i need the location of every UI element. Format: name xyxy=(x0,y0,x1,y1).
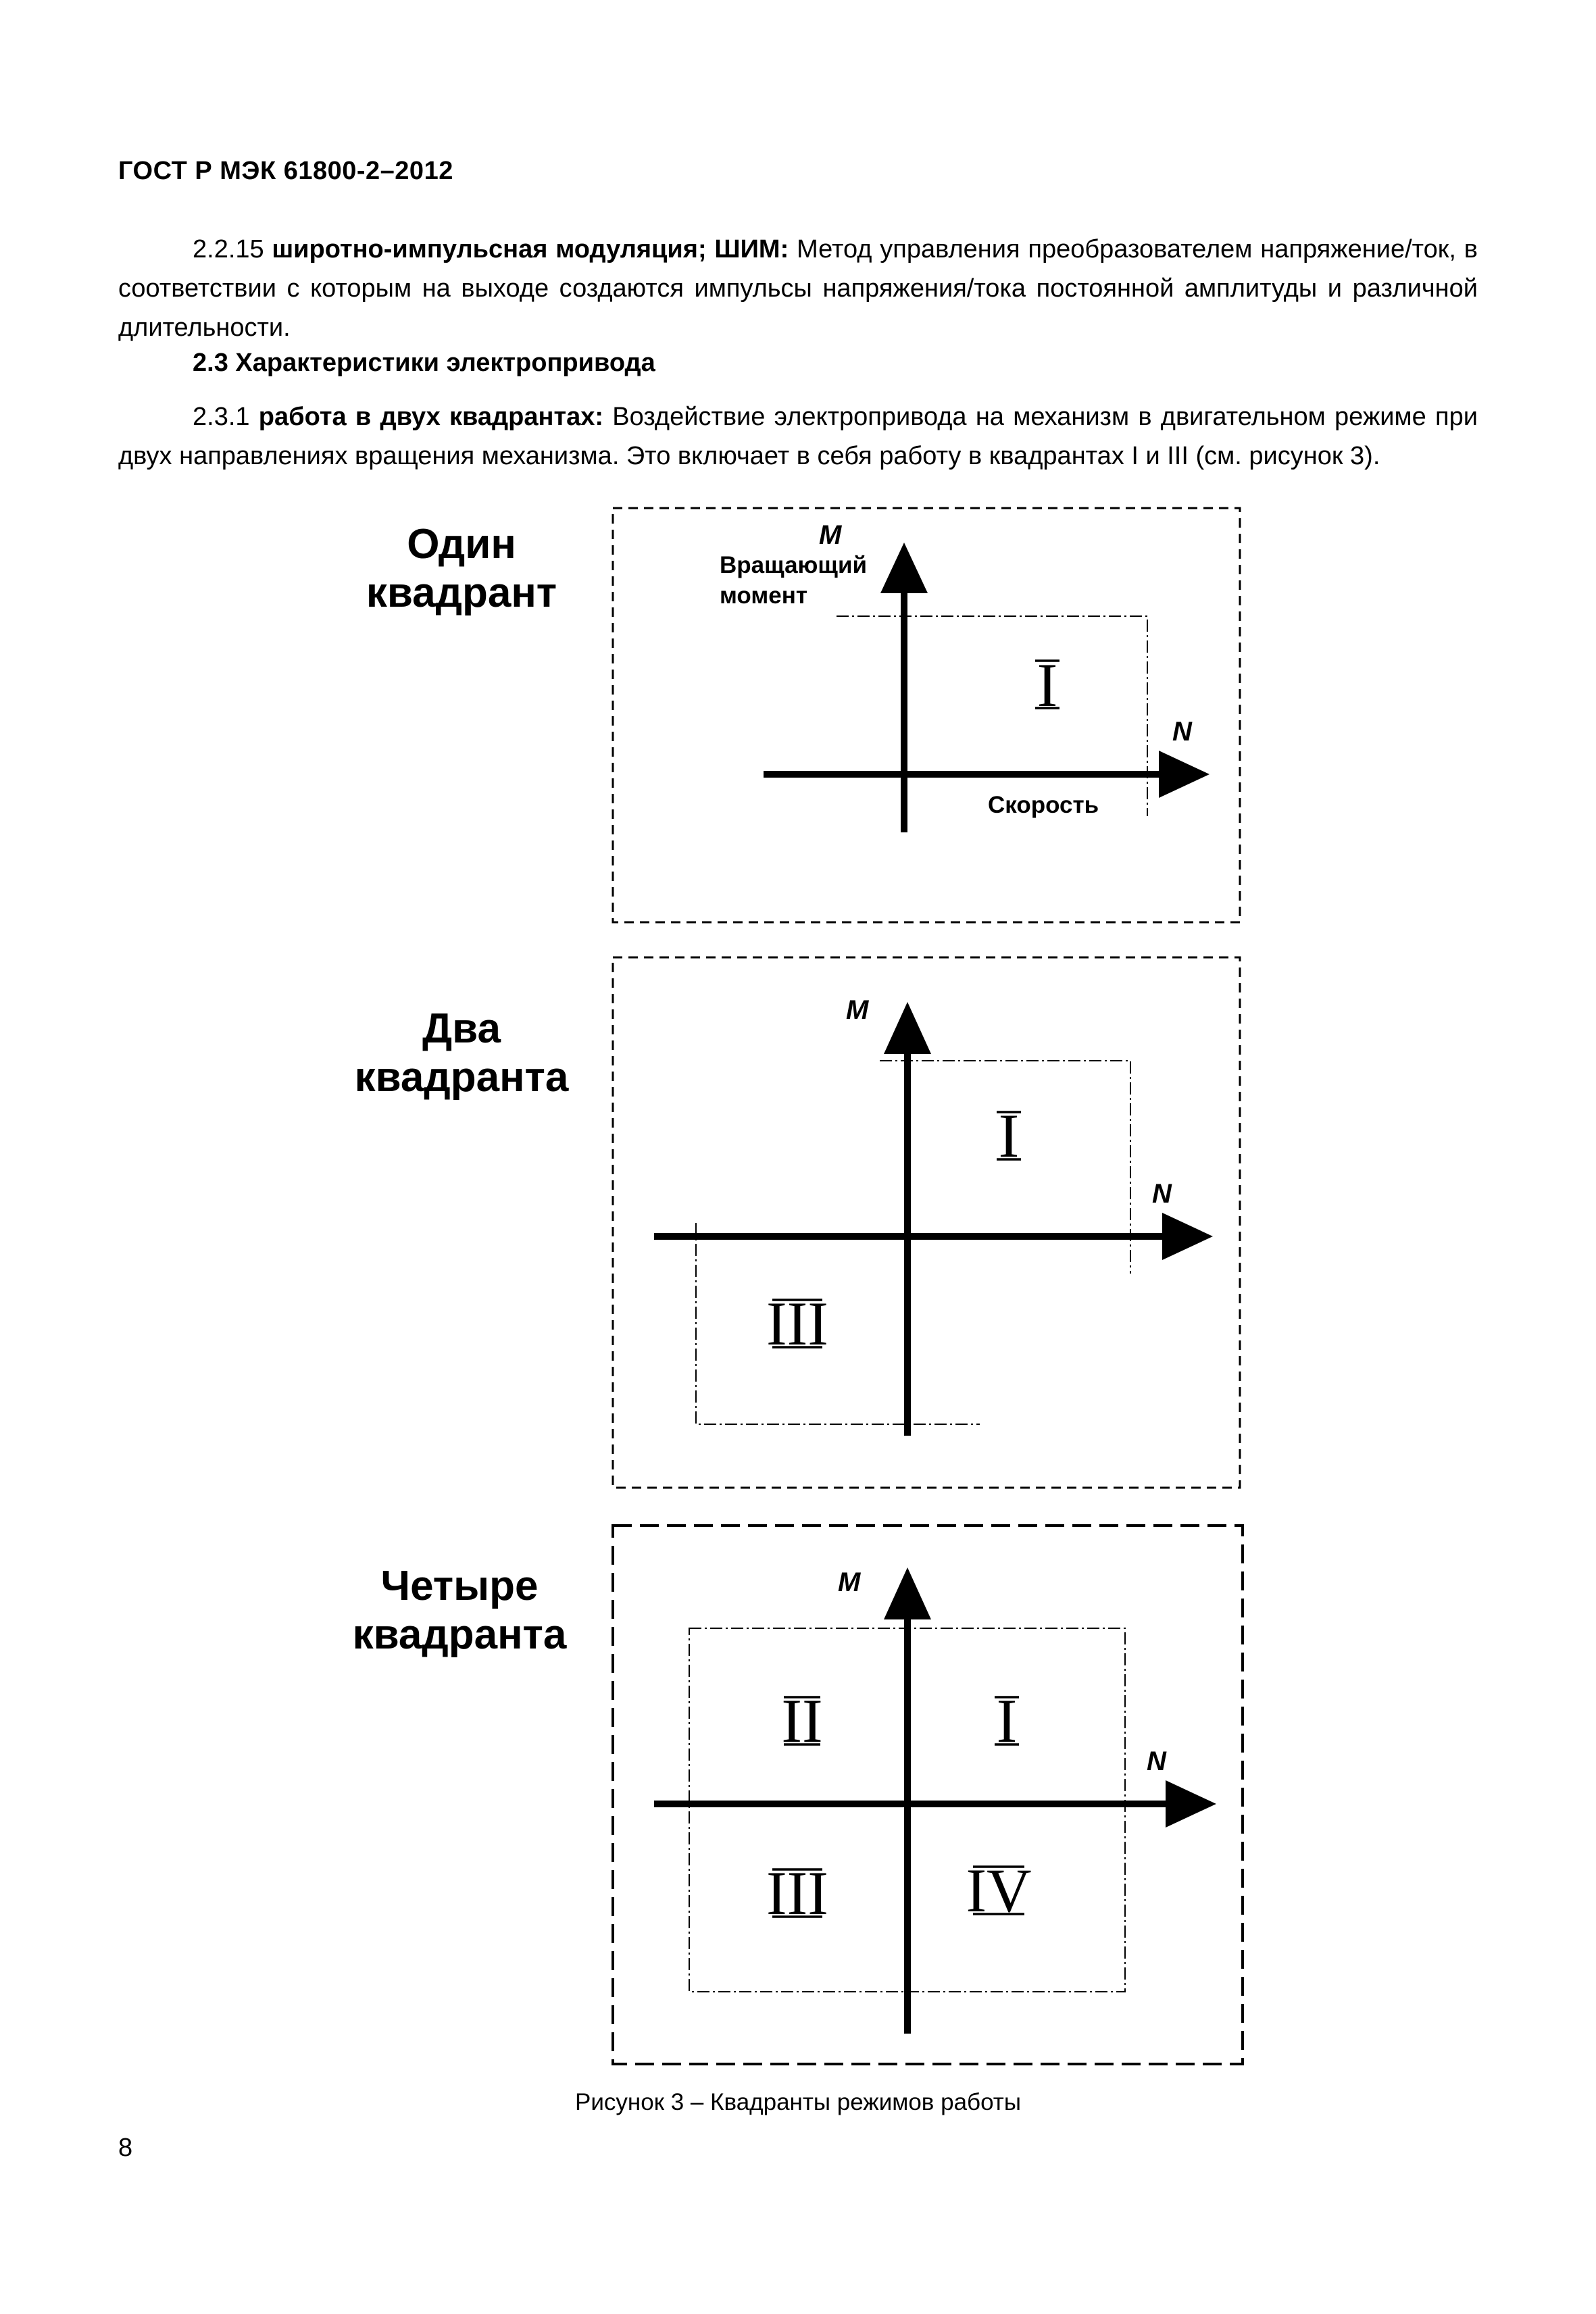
quadrant-II-label: II xyxy=(781,1686,822,1755)
panel-label-two-quadrants: Два квадранта xyxy=(354,1005,569,1101)
speed-axis-symbol: N xyxy=(1147,1746,1167,1776)
quadrant-I-label: I xyxy=(995,1686,1019,1755)
panel-label-one-quadrant: Один квадрант xyxy=(366,521,557,616)
panel-frame xyxy=(612,1524,1244,2065)
diagram-two-quadrants: M N I III xyxy=(612,956,1241,1489)
clause-number: 2.3.1 xyxy=(193,403,250,431)
panel-frame xyxy=(612,956,1241,1489)
panel-label-four-quadrants: Четыре квадранта xyxy=(352,1563,567,1658)
quadrant-I-label: I xyxy=(1035,651,1059,720)
speed-axis-arrowhead xyxy=(1159,751,1210,798)
clause-number: 2.2.15 xyxy=(193,235,264,263)
torque-axis-symbol: M xyxy=(819,520,843,550)
diagram-four-quadrants: M N II I III IV xyxy=(612,1524,1244,2065)
speed-axis-arrowhead xyxy=(1162,1213,1213,1260)
speed-axis-symbol: N xyxy=(1172,717,1193,747)
term-definition: Воздействие электропривода на механизм в… xyxy=(118,403,1478,470)
torque-axis-arrowhead xyxy=(880,543,928,593)
quadrant-I-boundary xyxy=(880,1060,1131,1274)
term-two-quadrant: работа в двух квадрантах: xyxy=(258,403,604,431)
term-definition: Метод управления преобразователем напряж… xyxy=(118,235,1478,342)
page-number: 8 xyxy=(118,2134,133,2162)
speed-axis-caption: Скорость xyxy=(988,792,1099,818)
panel-frame xyxy=(612,507,1241,924)
term-pwm: широтно-импульсная модуляция; ШИМ: xyxy=(272,235,789,263)
torque-axis-arrowhead xyxy=(884,1002,931,1054)
torque-axis-arrowhead xyxy=(884,1567,931,1619)
diagram-one-quadrant: M Вращающий момент N Скорость I xyxy=(612,507,1241,924)
quadrant-IV-label: IV xyxy=(966,1856,1031,1925)
paragraph-2-2-15: 2.2.15 широтно-импульсная модуляция; ШИМ… xyxy=(118,230,1478,347)
section-heading-2-3: 2.3 Характеристики электропривода xyxy=(193,349,655,377)
paragraph-2-3-1: 2.3.1 работа в двух квадрантах: Воздейст… xyxy=(118,397,1478,476)
speed-axis-arrowhead xyxy=(1166,1780,1216,1828)
quadrant-III-label: III xyxy=(766,1289,828,1358)
torque-axis-caption-line2: момент xyxy=(720,582,807,609)
torque-axis-symbol: M xyxy=(846,995,870,1025)
torque-axis-symbol: M xyxy=(838,1567,862,1597)
torque-axis-caption-line1: Вращающий xyxy=(720,552,867,578)
document-code-header: ГОСТ Р МЭК 61800-2–2012 xyxy=(118,157,453,185)
figure-caption: Рисунок 3 – Квадранты режимов работы xyxy=(575,2089,1021,2115)
quadrant-I-label: I xyxy=(997,1101,1021,1170)
speed-axis-symbol: N xyxy=(1152,1179,1172,1209)
quadrant-III-boundary xyxy=(695,1223,980,1425)
quadrant-III-label: III xyxy=(766,1859,828,1928)
quadrant-boundary xyxy=(837,615,1148,816)
